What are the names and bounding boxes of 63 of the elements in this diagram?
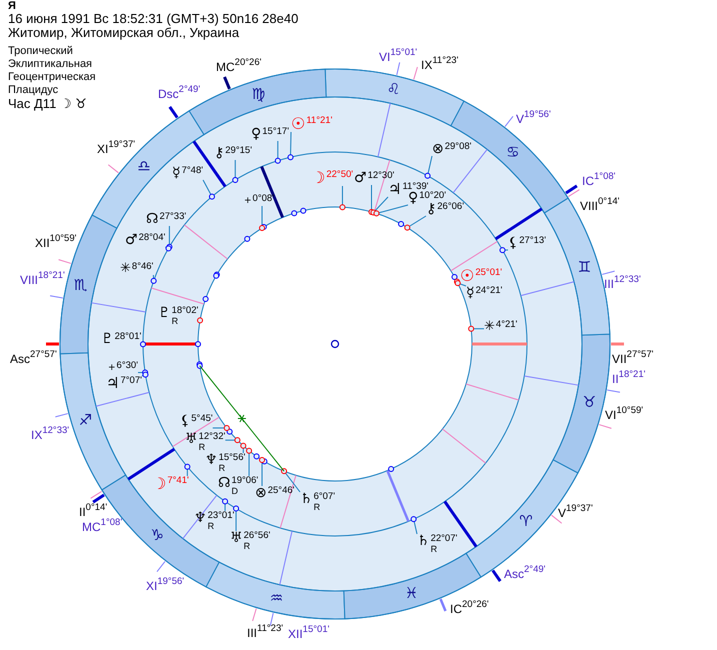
- planet-position: ☿$^{7°48'}$: [172, 166, 204, 180]
- planet-position: ⚷$^{29°15'}$: [214, 146, 252, 160]
- planet-position: ♃$^{7°07'}$: [106, 376, 142, 391]
- house-cusp-label: V$^{19°37'}$: [558, 504, 593, 519]
- zodiac-sign: ♒: [270, 590, 284, 606]
- house-cusp-label: IC$^{1°08'}$: [582, 172, 616, 187]
- zodiac-sign: ♈: [519, 514, 533, 530]
- zodiac-sign: ♉: [582, 394, 596, 410]
- house-cusp-label: XII$^{15°01'}$: [288, 625, 330, 640]
- house-cusp-label: Asc$^{2°49'}$: [504, 565, 546, 580]
- planet-position: ☽$^{7°41'}$: [152, 476, 189, 492]
- chart-setting: Плацидус: [8, 85, 58, 96]
- planet-position: ✳$^{4°21'}$: [484, 320, 518, 333]
- house-cusp-label: IX$^{11°23'}$: [421, 56, 458, 71]
- house-cusp-label: XI$^{19°56'}$: [146, 577, 184, 592]
- house-cusp-label: Dsc$^{2°49'}$: [158, 85, 200, 100]
- house-cusp-label: VIII$^{18°21'}$: [20, 271, 65, 286]
- house-cusp-label: VI$^{10°59'}$: [605, 406, 644, 421]
- house-cusp-label: IC$^{20°26'}$: [450, 600, 489, 615]
- planet-position: ⚸$^{27°13'}$: [508, 236, 546, 250]
- zodiac-sign: ♊: [578, 260, 592, 275]
- house-cusp-label: II$^{18°21'}$: [612, 370, 646, 385]
- planet-position: ⊗$^{29°08'}$: [432, 142, 472, 156]
- zodiac-sign: ♎: [137, 158, 151, 174]
- planet-position: ☿$^{24°21'}$: [466, 286, 502, 300]
- planet-position: ♂$^{28°04'}$: [125, 233, 166, 247]
- house-cusp-label: Asc$^{27°57'}$: [10, 350, 57, 365]
- planet-position: ♀$^{15°17'}$: [251, 127, 290, 141]
- planet-position: ⊗$^{25°46'}$: [255, 486, 294, 500]
- house-cusp-label: VII$^{27°57'}$: [612, 350, 654, 365]
- planet-position: ☉$^{25°01'}$: [460, 268, 502, 284]
- planet-position: ♇$^{28°01'}$: [101, 332, 142, 346]
- house-cusp-label: II$^{0°14'}$: [79, 503, 108, 518]
- planet-position: ☽$^{22°50'}$: [311, 170, 354, 186]
- house-cusp-label: VIII$^{0°14'}$: [580, 197, 620, 212]
- house-cusp-label: MC$^{1°08'}$: [82, 518, 122, 533]
- zodiac-sign: ♓: [404, 586, 418, 602]
- zodiac-sign: ♍: [252, 86, 266, 102]
- chart-title: Я: [8, 1, 16, 12]
- chart-location: Житомир, Житомирская обл., Украина: [8, 26, 240, 39]
- chart-date: 16 июня 1991 Вс 18:52:31 (GMT+3) 50n16 28e40: [8, 12, 298, 25]
- planet-position: ☊$^{27°33'}$: [146, 212, 186, 226]
- house-cusp-label: III$^{12°33'}$: [604, 275, 641, 290]
- zodiac-sign: ♌: [386, 82, 400, 98]
- house-cusp-label: V$^{19°56'}$: [516, 110, 551, 125]
- planet-position: ⚸$^{5°45'}$: [180, 414, 213, 428]
- planet-position: ☉$^{11°21'}$: [291, 116, 332, 132]
- house-cusp-label: IX$^{12°33'}$: [31, 426, 70, 441]
- zodiac-sign: ♏: [74, 278, 88, 293]
- zodiac-sign: ♋: [506, 145, 520, 160]
- house-cusp-label: XI$^{19°37'}$: [97, 140, 136, 155]
- house-cusp-label: XII$^{10°59'}$: [35, 234, 76, 249]
- planetary-hour: Час Д11 ☽ ♉: [8, 97, 87, 110]
- planet-position: ♂$^{12°30'}$: [354, 171, 394, 185]
- planet-position: ✳$^{8°46'}$: [120, 262, 154, 275]
- chart-setting: Тропический: [8, 46, 73, 57]
- chart-setting: Эклиптикальная: [8, 59, 92, 70]
- zodiac-sign: ♑: [150, 528, 164, 543]
- house-cusp-label: MC$^{20°26'}$: [216, 58, 262, 73]
- zodiac-sign: ♐: [78, 413, 92, 428]
- chart-setting: Геоцентрическая: [8, 72, 96, 83]
- house-cusp-label: III$^{11°23'}$: [247, 624, 284, 639]
- house-cusp-label: VI$^{15°01'}$: [379, 48, 418, 63]
